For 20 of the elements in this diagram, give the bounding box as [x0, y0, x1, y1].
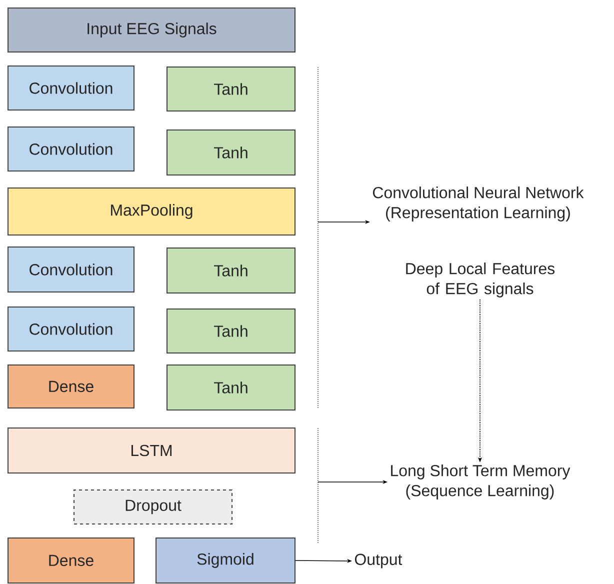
layer-box: Convolution: [8, 126, 134, 172]
layer-box: Convolution: [8, 306, 134, 352]
layer-box: Tanh: [166, 308, 296, 354]
layer-box: Tanh: [166, 66, 296, 112]
layer-box: Dense: [8, 538, 134, 584]
layer-box: Dense: [8, 364, 134, 408]
output-label: Output: [354, 554, 402, 568]
annotation-text: Convolutional Neural Network (Representation Learning): [373, 186, 584, 222]
layer-box: Convolution: [8, 66, 134, 110]
layer-box: Tanh: [166, 364, 296, 410]
annotation-text: Long Short Term Memory (Sequence Learning): [391, 464, 570, 500]
dropout-box: Dropout: [74, 490, 232, 524]
annotation-text: Deep Local Features of EEG signals: [406, 262, 555, 298]
layer-box: MaxPooling: [8, 188, 296, 236]
layer-box: Input EEG Signals: [8, 8, 296, 52]
layer-box: Convolution: [8, 246, 134, 292]
layer-box: Tanh: [166, 248, 296, 294]
layer-box: Sigmoid: [156, 538, 296, 584]
layer-box: Tanh: [166, 130, 296, 176]
layer-box: LSTM: [8, 428, 296, 474]
